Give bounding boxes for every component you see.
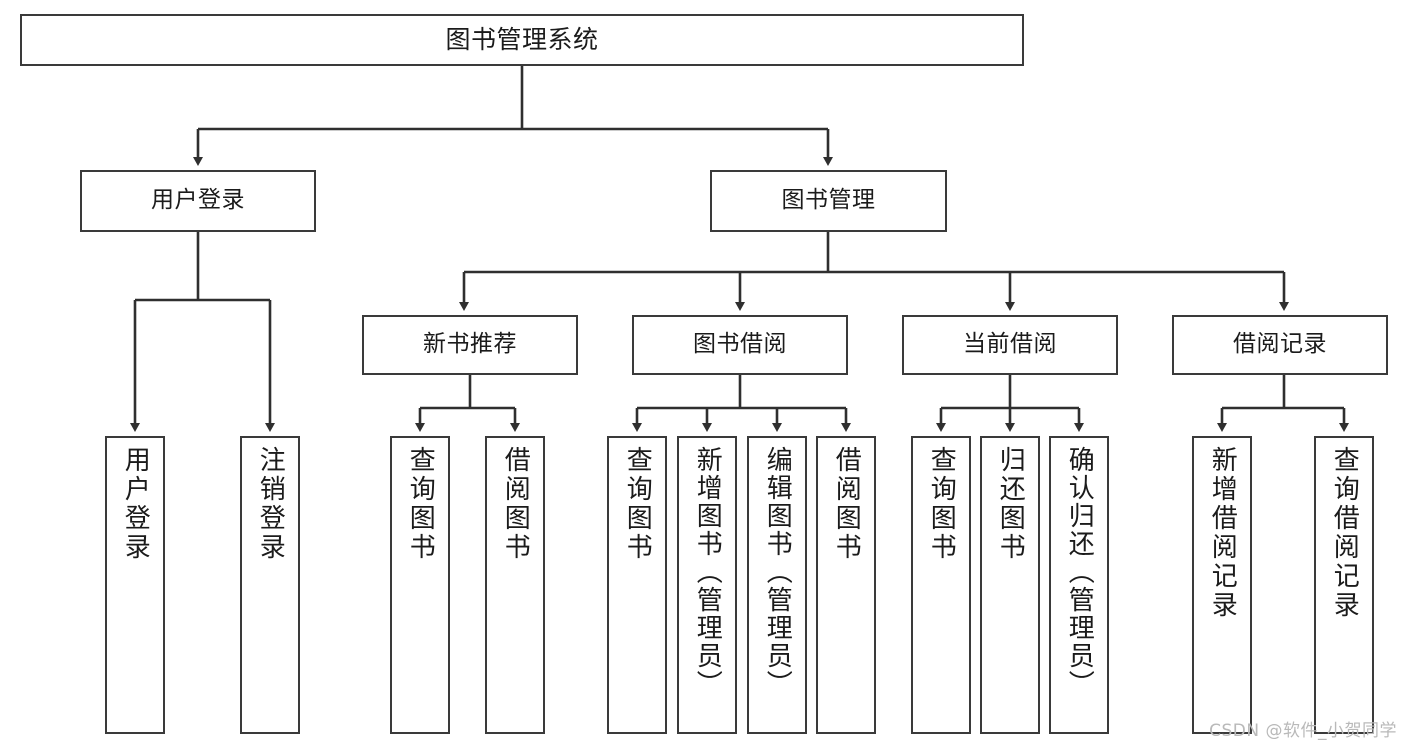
node-label: 归还图书	[995, 446, 1026, 562]
node-label: 图书管理	[781, 187, 876, 214]
node-label: 用户登录	[120, 446, 151, 562]
node-label: 借阅图书	[831, 446, 862, 562]
node-label: 图书管理系统	[445, 25, 599, 55]
node-current-borrowing[interactable]: 当前借阅	[902, 315, 1118, 375]
node-label: 新增借阅记录	[1207, 446, 1238, 620]
node-label: 借阅图书	[500, 446, 531, 562]
node-label: 确认归还（管理员）	[1064, 446, 1095, 698]
node-borrowing-records[interactable]: 借阅记录	[1172, 315, 1388, 375]
node-book-management-system[interactable]: 图书管理系统	[20, 14, 1024, 66]
node-label: 新书推荐	[423, 331, 517, 358]
leaf-records-query-record[interactable]: 查询借阅记录	[1314, 436, 1374, 734]
node-book-management[interactable]: 图书管理	[710, 170, 947, 232]
leaf-new-book-borrow-book[interactable]: 借阅图书	[485, 436, 545, 734]
leaf-logout[interactable]: 注销登录	[240, 436, 300, 734]
node-label: 查询图书	[622, 446, 653, 562]
node-user-login[interactable]: 用户登录	[80, 170, 316, 232]
node-label: 图书借阅	[693, 331, 787, 358]
node-label: 查询图书	[926, 446, 957, 562]
leaf-records-add-record[interactable]: 新增借阅记录	[1192, 436, 1252, 734]
leaf-current-return-book[interactable]: 归还图书	[980, 436, 1040, 734]
leaf-borrow-edit-book-admin[interactable]: 编辑图书（管理员）	[747, 436, 807, 734]
node-label: 新增图书（管理员）	[692, 446, 723, 698]
node-label: 查询图书	[405, 446, 436, 562]
leaf-user-login[interactable]: 用户登录	[105, 436, 165, 734]
leaf-new-book-query-book[interactable]: 查询图书	[390, 436, 450, 734]
leaf-borrow-query-book[interactable]: 查询图书	[607, 436, 667, 734]
leaf-borrow-borrow-book[interactable]: 借阅图书	[816, 436, 876, 734]
node-book-borrowing[interactable]: 图书借阅	[632, 315, 848, 375]
watermark-text: CSDN @软件_小贺同学	[1209, 721, 1397, 741]
node-label: 编辑图书（管理员）	[762, 446, 793, 698]
leaf-current-confirm-return-admin[interactable]: 确认归还（管理员）	[1049, 436, 1109, 734]
node-label: 当前借阅	[963, 331, 1057, 358]
node-label: 借阅记录	[1233, 331, 1327, 358]
node-label: 用户登录	[151, 187, 245, 214]
leaf-current-query-book[interactable]: 查询图书	[911, 436, 971, 734]
node-label: 查询借阅记录	[1329, 446, 1360, 620]
node-new-book-recommendation[interactable]: 新书推荐	[362, 315, 578, 375]
leaf-borrow-add-book-admin[interactable]: 新增图书（管理员）	[677, 436, 737, 734]
node-label: 注销登录	[255, 446, 286, 562]
